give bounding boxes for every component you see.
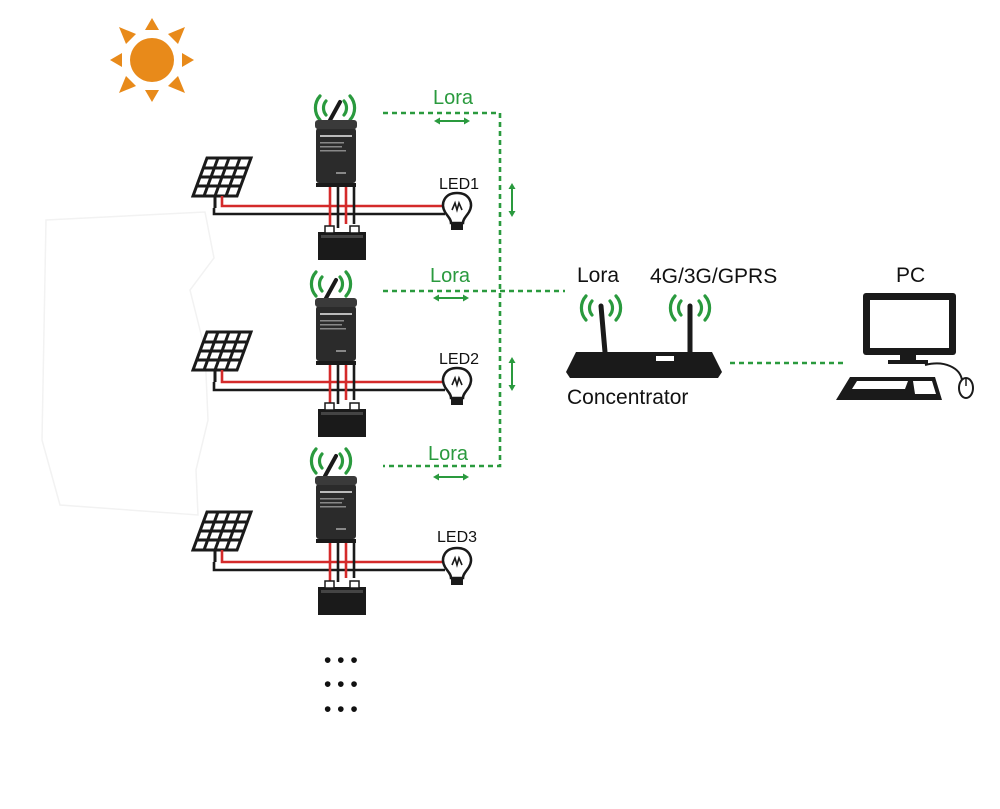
concentrator: Lora 4G/3G/GPRS Concentrator: [566, 264, 777, 409]
pc: PC: [836, 264, 974, 400]
battery-icon: [317, 225, 367, 261]
bulb-icon: [441, 191, 473, 232]
sun-icon: [110, 18, 194, 102]
more-rows-dots-2: • • •: [324, 673, 358, 696]
antenna: [323, 454, 338, 478]
bulb-icon: [441, 366, 473, 407]
wires: [212, 365, 445, 404]
battery-icon: [317, 580, 367, 616]
wires: [212, 187, 445, 228]
more-rows-dots-1: • • •: [324, 649, 358, 672]
led2-label: LED2: [439, 351, 479, 368]
antenna: [598, 303, 608, 355]
concentrator-label: Concentrator: [567, 386, 688, 409]
controller-icon: [315, 476, 357, 543]
wires: [212, 543, 445, 582]
lora-bus: [383, 111, 845, 468]
antenna: [323, 278, 338, 302]
node-row-3: LED3 Lora: [191, 443, 477, 616]
node-row-1: LED1 Lora: [191, 87, 479, 261]
controller-icon: [315, 120, 357, 187]
more-rows-dots-3: • • •: [324, 698, 358, 721]
controller-icon: [315, 298, 357, 365]
double-arrow-icon: [433, 116, 471, 126]
battery-icon: [317, 402, 367, 438]
vertical-arrow-icon: [507, 356, 517, 392]
router-icon: [566, 352, 722, 378]
lora-link-1-label: Lora: [433, 87, 474, 109]
led1-label: LED1: [439, 176, 479, 193]
double-arrow-icon: [432, 472, 470, 482]
background-outline: [41, 211, 215, 516]
bulb-icon: [441, 546, 473, 587]
double-arrow-icon: [432, 293, 470, 303]
pc-label: PC: [896, 264, 925, 287]
antenna: [327, 100, 342, 124]
concentrator-lora-label: Lora: [577, 264, 619, 287]
concentrator-cellular-label: 4G/3G/GPRS: [650, 265, 777, 288]
lora-link-2-label: Lora: [430, 265, 471, 287]
computer-icon: [836, 293, 974, 400]
vertical-arrow-icon: [507, 182, 517, 218]
node-row-2: LED2 Lora: [191, 265, 479, 438]
led3-label: LED3: [437, 529, 477, 546]
lora-link-3-label: Lora: [428, 443, 469, 465]
